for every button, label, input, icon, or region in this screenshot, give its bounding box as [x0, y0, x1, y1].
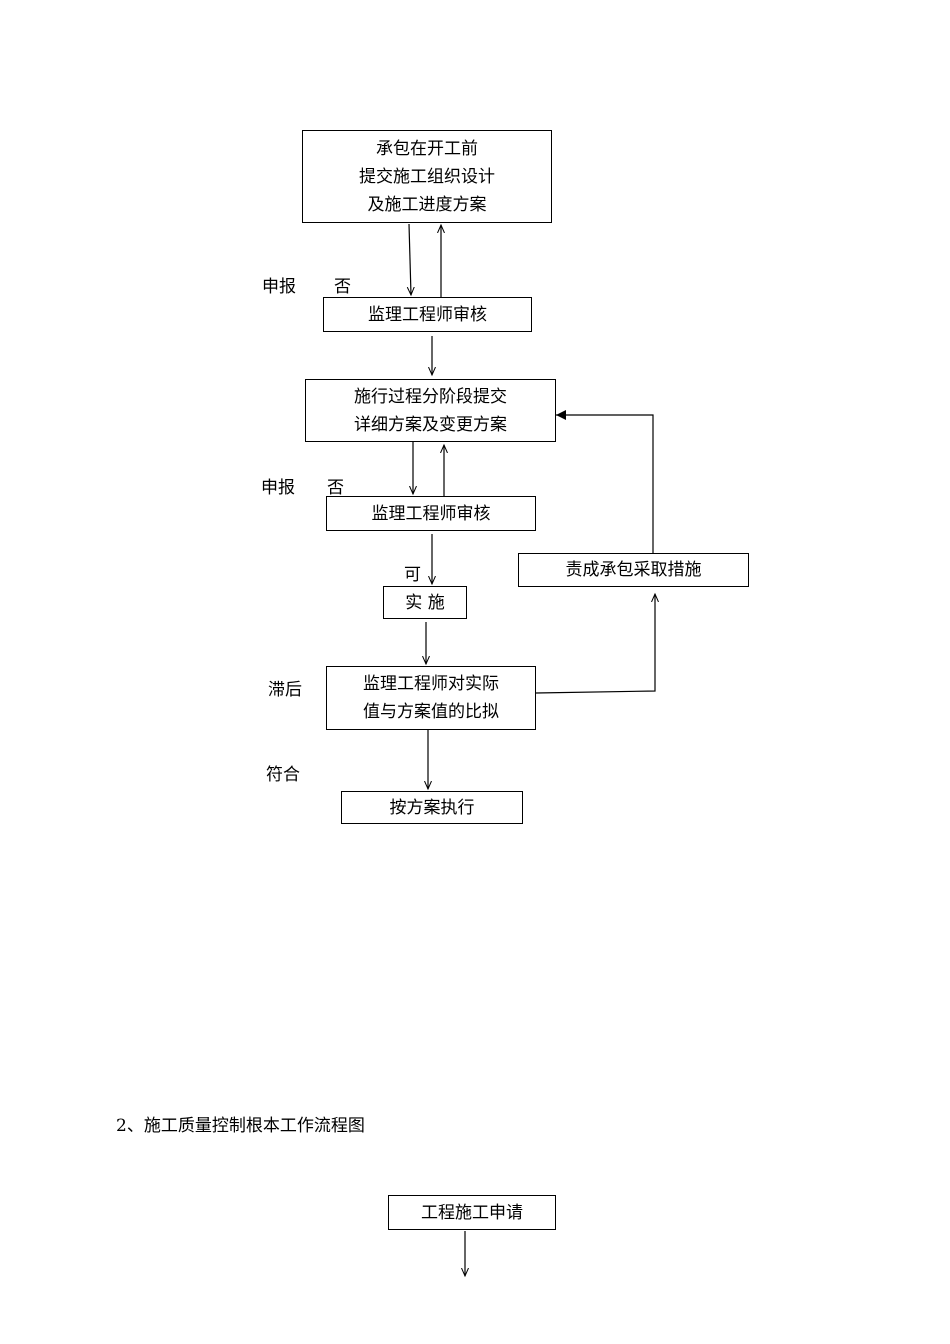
- box-submit-plan-line3: 及施工进度方案: [367, 194, 487, 215]
- box-implement: 实 施: [383, 586, 467, 619]
- box-contractor-measures: 责成承包采取措施: [518, 553, 749, 587]
- box-execute-plan: 按方案执行: [341, 791, 523, 824]
- box-construction-application: 工程施工申请: [388, 1195, 556, 1230]
- box-engineer-review-2-text: 监理工程师审核: [371, 503, 491, 524]
- label-lag: 滞后: [268, 680, 302, 700]
- box-implement-text: 实 施: [405, 592, 445, 613]
- box-engineer-review-2: 监理工程师审核: [326, 496, 536, 531]
- arrow-measures-to-stage: [556, 410, 654, 553]
- box-engineer-review-1-text: 监理工程师审核: [368, 304, 487, 325]
- box-compare-actual: 监理工程师对实际 值与方案值的比拟: [326, 666, 536, 730]
- label-no-2: 否: [327, 478, 344, 498]
- box-execute-plan-text: 按方案执行: [389, 797, 475, 818]
- arrow-compare-to-measures: [535, 594, 655, 694]
- label-report-2: 申报: [261, 478, 295, 498]
- label-conform: 符合: [266, 765, 300, 785]
- box-engineer-review-1: 监理工程师审核: [323, 297, 532, 332]
- section-2-heading: 2、施工质量控制根本工作流程图: [116, 1116, 365, 1136]
- box-submit-plan-line2: 提交施工组织设计: [359, 166, 495, 187]
- box-stage-submission-line1: 施行过程分阶段提交: [354, 386, 507, 407]
- box-submit-plan: 承包在开工前 提交施工组织设计 及施工进度方案: [302, 130, 552, 223]
- label-ok: 可: [404, 565, 421, 585]
- box-submit-plan-line1: 承包在开工前: [376, 138, 478, 159]
- box-stage-submission: 施行过程分阶段提交 详细方案及变更方案: [305, 379, 556, 442]
- label-report-1: 申报: [262, 277, 296, 297]
- box-stage-submission-line2: 详细方案及变更方案: [354, 414, 507, 435]
- box-compare-actual-line2: 值与方案值的比拟: [363, 702, 499, 722]
- box-construction-application-text: 工程施工申请: [421, 1202, 523, 1223]
- arrow-submit-to-review1: [409, 223, 411, 295]
- box-contractor-measures-text: 责成承包采取措施: [565, 560, 702, 580]
- label-no-1: 否: [334, 277, 351, 297]
- box-compare-actual-line1: 监理工程师对实际: [363, 674, 499, 694]
